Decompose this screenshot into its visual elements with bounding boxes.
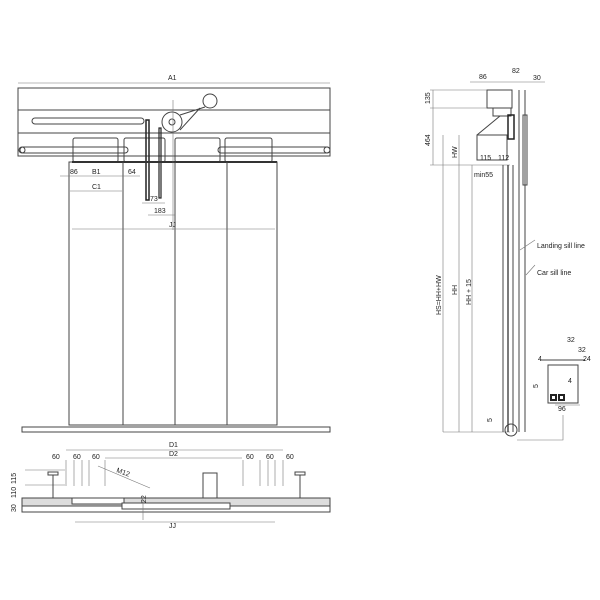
dim-d2: D2 — [169, 451, 178, 458]
dim-82: 82 — [512, 68, 520, 75]
dim-hs: HS=HH+HW — [436, 275, 443, 315]
dim-30-side: 30 — [533, 75, 541, 82]
plan-view: D1 D2 60 60 60 60 60 60 M12 115 110 30 2… — [11, 442, 331, 530]
detail-32b: 32 — [578, 347, 586, 354]
motor-icon — [202, 93, 218, 109]
dim-hh: HH — [452, 285, 459, 295]
dim-60-r3: 60 — [286, 454, 294, 461]
dim-b1: B1 — [92, 169, 101, 176]
dim-5-bottom: 5 — [487, 418, 494, 422]
dim-112: 112 — [498, 155, 509, 162]
dim-60-l1: 60 — [52, 454, 60, 461]
dim-60-r2: 60 — [266, 454, 274, 461]
dim-22: 22 — [141, 495, 148, 503]
dim-86-side: 86 — [479, 74, 487, 81]
dim-110: 110 — [11, 487, 18, 498]
car-sill-label: Car sill line — [537, 270, 571, 277]
landing-sill-label: Landing sill line — [537, 243, 585, 250]
dim-hw: HW — [452, 146, 459, 158]
detail-32a: 32 — [567, 337, 575, 344]
dim-hh15: HH + 15 — [466, 279, 473, 305]
dim-60-l3: 60 — [92, 454, 100, 461]
dim-73: 73 — [150, 196, 158, 203]
dim-60-l2: 60 — [73, 454, 81, 461]
detail-5: 5 — [533, 384, 540, 388]
dim-30: 30 — [11, 504, 18, 512]
dim-64: 64 — [128, 169, 136, 176]
dim-jj: JJ — [169, 222, 176, 229]
dim-c1: C1 — [92, 184, 101, 191]
dim-115-side: 115 — [480, 155, 491, 162]
dim-183: 183 — [154, 208, 166, 215]
dim-86: 86 — [70, 169, 78, 176]
side-view: 86 82 30 135 464 HW 115 112 min55 HS=HH+… — [425, 68, 591, 441]
dim-60-r1: 60 — [246, 454, 254, 461]
dim-a1: A1 — [168, 75, 177, 82]
detail-96: 96 — [558, 406, 566, 413]
detail-4b: 4 — [568, 378, 572, 385]
detail-24: 24 — [583, 356, 591, 363]
dim-min55: min55 — [474, 172, 493, 179]
pulley-icon — [161, 111, 183, 133]
dim-d1: D1 — [169, 442, 178, 449]
dim-464: 464 — [425, 134, 432, 146]
dim-jj-plan: JJ — [169, 523, 176, 530]
dim-115: 115 — [11, 473, 18, 484]
detail-4a: 4 — [538, 356, 542, 363]
front-view: A1 86 B1 64 C1 73 183 JJ — [17, 75, 331, 433]
dim-135: 135 — [425, 92, 432, 104]
label-m12: M12 — [115, 467, 130, 478]
